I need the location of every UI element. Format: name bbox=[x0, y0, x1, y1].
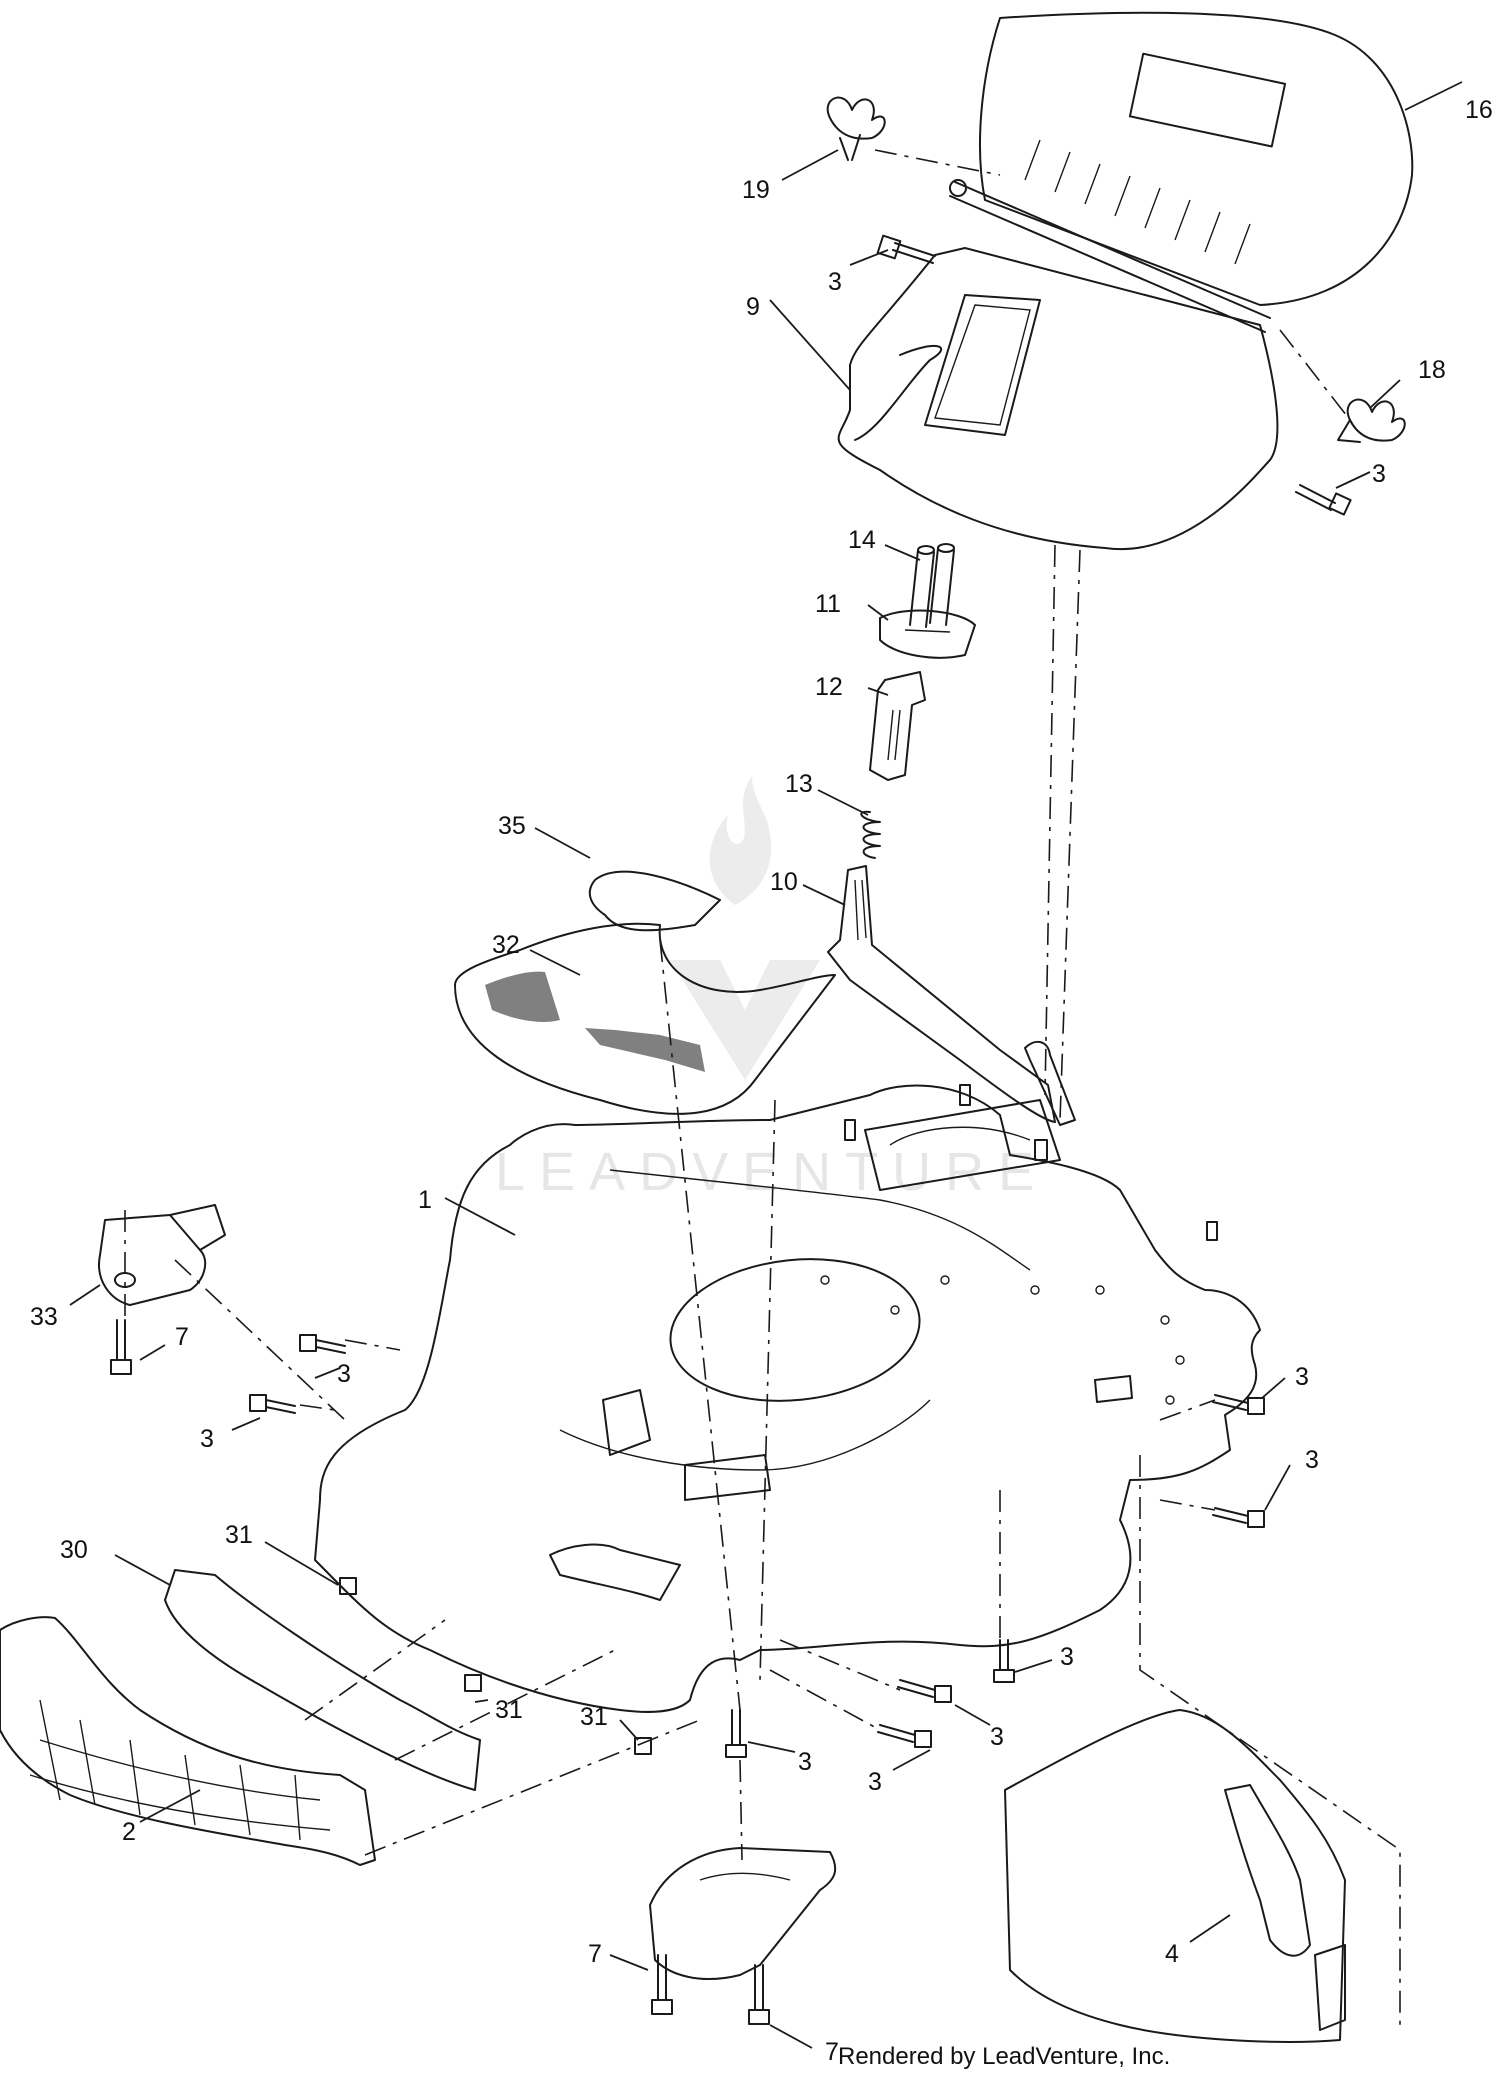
part-12-latch[interactable] bbox=[869, 671, 926, 781]
part-2-front-shield[interactable] bbox=[0, 1616, 376, 1866]
callout-13: 13 bbox=[785, 770, 813, 798]
part-11-cap[interactable] bbox=[879, 609, 976, 659]
part-35-plug-cover[interactable] bbox=[588, 870, 721, 932]
part-30-front-trim[interactable] bbox=[164, 1569, 481, 1791]
callout-3: 3 bbox=[200, 1425, 214, 1453]
callout-labels: 16 19 3 9 18 3 14 11 12 13 10 35 32 1 33… bbox=[30, 96, 1493, 2066]
bolt-part-3-under-center[interactable] bbox=[725, 1709, 747, 1758]
callout-16: 16 bbox=[1465, 96, 1493, 124]
callout-leader-lines bbox=[69, 81, 1463, 2049]
bolt-part-3-under-mid-a[interactable] bbox=[897, 1679, 952, 1703]
part-16-cover[interactable] bbox=[949, 11, 1414, 333]
bolt-part-3-under-right[interactable] bbox=[993, 1639, 1015, 1683]
part-19-torsion-spring[interactable] bbox=[826, 96, 886, 161]
callout-1: 1 bbox=[418, 1186, 432, 1214]
callout-3: 3 bbox=[798, 1748, 812, 1776]
bolt-part-3-deck-left-a[interactable] bbox=[299, 1334, 346, 1354]
part-14-screws[interactable] bbox=[909, 543, 955, 628]
part-32-rear-shield[interactable] bbox=[454, 922, 836, 1115]
callout-2: 2 bbox=[122, 1818, 136, 1846]
v-logo-icon bbox=[670, 960, 820, 1080]
callout-3: 3 bbox=[990, 1723, 1004, 1751]
callout-31: 31 bbox=[495, 1696, 523, 1724]
part-7-bolt-bottom-a[interactable] bbox=[651, 1954, 673, 2015]
callout-19: 19 bbox=[742, 176, 770, 204]
part-31-nut-a[interactable] bbox=[339, 1577, 357, 1595]
callout-35: 35 bbox=[498, 812, 526, 840]
part-1-mower-deck[interactable] bbox=[314, 1084, 1261, 1713]
part-4-side-shield[interactable] bbox=[1004, 1709, 1346, 2043]
callout-3: 3 bbox=[1305, 1446, 1319, 1474]
bolt-part-3-upper-right[interactable] bbox=[1295, 484, 1352, 516]
part-7-bolt-left[interactable] bbox=[110, 1319, 132, 1375]
part-7-bolt-bottom-b[interactable] bbox=[748, 1964, 770, 2025]
part-31-nut-b[interactable] bbox=[464, 1674, 482, 1692]
callout-9: 9 bbox=[746, 293, 760, 321]
watermark-text: LEADVENTURE bbox=[495, 1142, 1048, 1202]
callout-11: 11 bbox=[815, 590, 841, 618]
bolt-part-3-deck-left-b[interactable] bbox=[249, 1394, 296, 1414]
callout-33: 33 bbox=[30, 1303, 58, 1331]
assembly-guide-lines bbox=[124, 149, 1401, 2030]
render-credit: Rendered by LeadVenture, Inc. bbox=[838, 2043, 1170, 2070]
callout-7: 7 bbox=[175, 1323, 189, 1351]
callout-31: 31 bbox=[225, 1521, 253, 1549]
bolt-part-3-deck-right-a[interactable] bbox=[1212, 1394, 1265, 1415]
callout-3: 3 bbox=[1060, 1643, 1074, 1671]
bolt-part-3-upper-left[interactable] bbox=[876, 234, 936, 264]
part-31-nut-c[interactable] bbox=[634, 1737, 652, 1755]
callout-3: 3 bbox=[868, 1768, 882, 1796]
callout-18: 18 bbox=[1418, 356, 1446, 384]
callout-3: 3 bbox=[1295, 1363, 1309, 1391]
part-13-spring[interactable] bbox=[860, 810, 881, 859]
callout-3: 3 bbox=[1372, 460, 1386, 488]
callout-12: 12 bbox=[815, 673, 843, 701]
part-9-rear-door[interactable] bbox=[837, 247, 1279, 551]
callout-31: 31 bbox=[580, 1703, 608, 1731]
leadventure-watermark: LEADVENTURE bbox=[495, 776, 1048, 1202]
callout-3: 3 bbox=[337, 1360, 351, 1388]
callout-7: 7 bbox=[825, 2038, 839, 2066]
part-18-torsion-spring[interactable] bbox=[1337, 398, 1406, 443]
callout-30: 30 bbox=[60, 1536, 88, 1564]
callout-7: 7 bbox=[588, 1940, 602, 1968]
callout-14: 14 bbox=[848, 526, 876, 554]
bolt-part-3-under-mid-b[interactable] bbox=[877, 1724, 932, 1748]
callout-4: 4 bbox=[1165, 1940, 1179, 1968]
bottom-mount-bracket[interactable] bbox=[649, 1847, 837, 1981]
part-10-handle-bracket[interactable] bbox=[827, 865, 1076, 1126]
callout-3: 3 bbox=[828, 268, 842, 296]
bolt-part-3-deck-right-b[interactable] bbox=[1212, 1507, 1265, 1528]
callout-32: 32 bbox=[492, 931, 520, 959]
flame-logo-icon bbox=[709, 776, 772, 905]
callout-10: 10 bbox=[770, 868, 798, 896]
